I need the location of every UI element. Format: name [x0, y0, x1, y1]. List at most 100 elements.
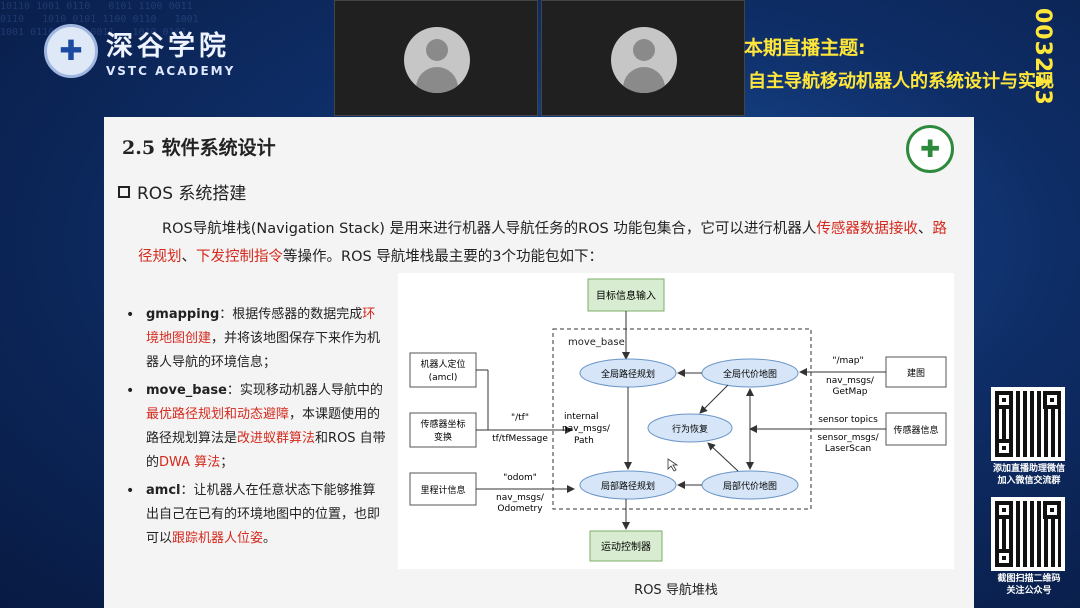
qr-finder-icon	[995, 439, 1013, 457]
participant-video-1[interactable]	[334, 0, 538, 116]
goal-input-node	[587, 278, 665, 312]
odom-type-label-2: Odometry	[497, 504, 543, 514]
diagram-caption: ROS 导航堆栈	[634, 583, 718, 598]
tf-topic-label: "/tf"	[511, 413, 529, 423]
item-text: ，并将该地图保存下来作为机器人导航的环境信息；	[146, 331, 381, 370]
item-text: 。	[263, 531, 277, 546]
qr-code-wechat-assistant[interactable]	[991, 387, 1065, 461]
laser-type-label-2: LaserScan	[825, 444, 871, 454]
brand-logo: ✚ 深谷学院 VSTC ACADEMY	[44, 24, 235, 78]
sensor-tf-node	[409, 412, 477, 448]
map-topic-label: "/map"	[832, 356, 863, 366]
qr-caption-line: 添加直播助理微信	[992, 464, 1065, 474]
item-text: ，本课题使用的路径规划算法是	[146, 407, 381, 446]
qr-caption-line: 加入微信交流群	[997, 476, 1061, 486]
global-costmap-label: 全局代价地图	[723, 368, 777, 380]
user-avatar-icon	[611, 27, 677, 93]
item-text: ：让机器人在任意状态下能够推算出自己在已有的环境地图中的位置，也即可以	[146, 483, 381, 546]
qr-finder-icon	[1043, 391, 1061, 409]
academy-emblem-icon: ✚	[44, 24, 98, 78]
costmap-to-recovery-arrow	[699, 384, 729, 414]
localization-sublabel: (amcl)	[429, 373, 458, 383]
internal-type-label-2: Path	[574, 436, 594, 446]
global-planner-label: 全局路径规划	[601, 368, 655, 380]
qr-finder-icon	[1043, 501, 1061, 519]
tf-type-label: tf/tfMessage	[492, 434, 548, 444]
qr-caption-1: 添加直播助理微信 加入微信交流群	[984, 463, 1074, 487]
local-costmap-label: 局部代价地图	[723, 480, 777, 492]
item-text: ；	[220, 455, 234, 470]
item-highlight: 跟踪机器人位姿	[172, 531, 264, 546]
list-item: move_base：实现移动机器人导航中的最优路径规划和动态避障，本课题使用的路…	[126, 379, 388, 475]
package-list: gmapping：根据传感器的数据完成环境地图创建，并将该地图保存下来作为机器人…	[126, 303, 388, 555]
presentation-slide: 2.5 软件系统设计 ✚ ROS 系统搭建 ROS导航堆栈(Navigation…	[104, 117, 974, 608]
intro-text: 等操作。ROS 导航堆栈最主要的3个功能包如下：	[283, 249, 604, 265]
motion-controller-node	[589, 530, 663, 562]
recovery-label: 行为恢复	[672, 423, 708, 435]
nav-stack-diagram-svg: move_base 目标信息输入 机器人定位 (amcl) 传感器坐标 变换 里…	[409, 278, 947, 562]
sensor-info-label: 传感器信息	[893, 424, 938, 436]
user-avatar-icon	[404, 27, 470, 93]
local-planner-node	[579, 470, 677, 500]
local-costmap-to-recovery-arrow	[707, 442, 739, 472]
sensor-tf-sublabel: 变换	[434, 431, 452, 443]
odom-type-label: nav_msgs/	[496, 493, 545, 503]
local-planner-label: 局部路径规划	[601, 480, 655, 492]
section-heading-text: ROS 系统搭建	[137, 184, 247, 204]
brand-name-cn: 深谷学院	[106, 31, 230, 62]
package-name: gmapping	[146, 307, 220, 322]
odom-topic-label: "odom"	[503, 473, 537, 483]
qr-finder-icon	[995, 391, 1013, 409]
section-heading: ROS 系统搭建	[118, 179, 246, 204]
item-text: ：根据传感器的数据完成	[219, 307, 363, 322]
qr-caption-2: 截图扫描二维码 关注公众号	[984, 573, 1074, 597]
odom-info-label: 里程计信息	[420, 484, 465, 496]
motion-controller-label: 运动控制器	[601, 540, 651, 553]
package-name: move_base	[146, 383, 227, 398]
intro-text: 、	[181, 249, 197, 265]
checkbox-square-icon	[118, 185, 130, 198]
map-type-label-2: GetMap	[832, 387, 867, 397]
qr-caption-line: 截图扫描二维码	[997, 574, 1061, 584]
qr-finder-icon	[995, 501, 1013, 519]
item-highlight: 环境地图创建	[146, 307, 376, 346]
localization-node	[409, 352, 477, 388]
recovery-node	[647, 413, 733, 443]
qr-code-official-account[interactable]	[991, 497, 1065, 571]
brand-name-en: VSTC ACADEMY	[106, 64, 236, 78]
intro-highlight: 传感器数据接收	[816, 221, 918, 237]
intro-highlight: 下发控制指令	[196, 249, 283, 265]
package-name: amcl	[146, 483, 181, 498]
sensor-topics-label: sensor topics	[818, 415, 878, 425]
broadcast-topic-label: 本期直播主题:	[744, 37, 866, 59]
slide-title: 2.5 软件系统设计	[122, 137, 276, 159]
map-build-node	[885, 356, 947, 388]
internal-type-label: nav_msgs/	[562, 424, 611, 434]
broadcast-topic-text: 自主导航移动机器人的系统设计与实现	[748, 71, 1054, 92]
internal-label: internal	[564, 412, 599, 422]
move-base-boundary	[552, 328, 812, 510]
odom-info-node	[409, 472, 477, 506]
university-seal-icon: ✚	[906, 125, 954, 173]
side-number: 003213	[1030, 8, 1055, 106]
item-highlight: 改进蚁群算法	[237, 431, 316, 446]
participant-video-2[interactable]	[541, 0, 745, 116]
mouse-cursor-icon	[667, 458, 679, 472]
intro-highlight: 路径规划	[138, 221, 947, 265]
item-text: ：实现移动机器人导航中的	[226, 383, 383, 398]
sensor-info-node	[885, 412, 947, 446]
item-text: 和ROS 自带的	[146, 431, 386, 470]
list-item: gmapping：根据传感器的数据完成环境地图创建，并将该地图保存下来作为机器人…	[126, 303, 388, 375]
goal-input-label: 目标信息输入	[596, 289, 656, 302]
qr-caption-line: 关注公众号	[1006, 586, 1052, 596]
map-build-label: 建图	[907, 367, 925, 379]
intro-text: ROS导航堆栈(Navigation Stack) 是用来进行机器人导航任务的R…	[162, 221, 817, 237]
qr-finder-icon	[995, 549, 1013, 567]
nav-stack-diagram: move_base 目标信息输入 机器人定位 (amcl) 传感器坐标 变换 里…	[398, 273, 954, 569]
move-base-label: move_base	[568, 337, 625, 348]
item-highlight: DWA 算法	[159, 455, 221, 470]
intro-text: 、	[917, 221, 933, 237]
laser-type-label: sensor_msgs/	[817, 433, 879, 443]
intro-paragraph: ROS导航堆栈(Navigation Stack) 是用来进行机器人导航任务的R…	[138, 215, 958, 271]
localization-label: 机器人定位	[420, 358, 465, 370]
